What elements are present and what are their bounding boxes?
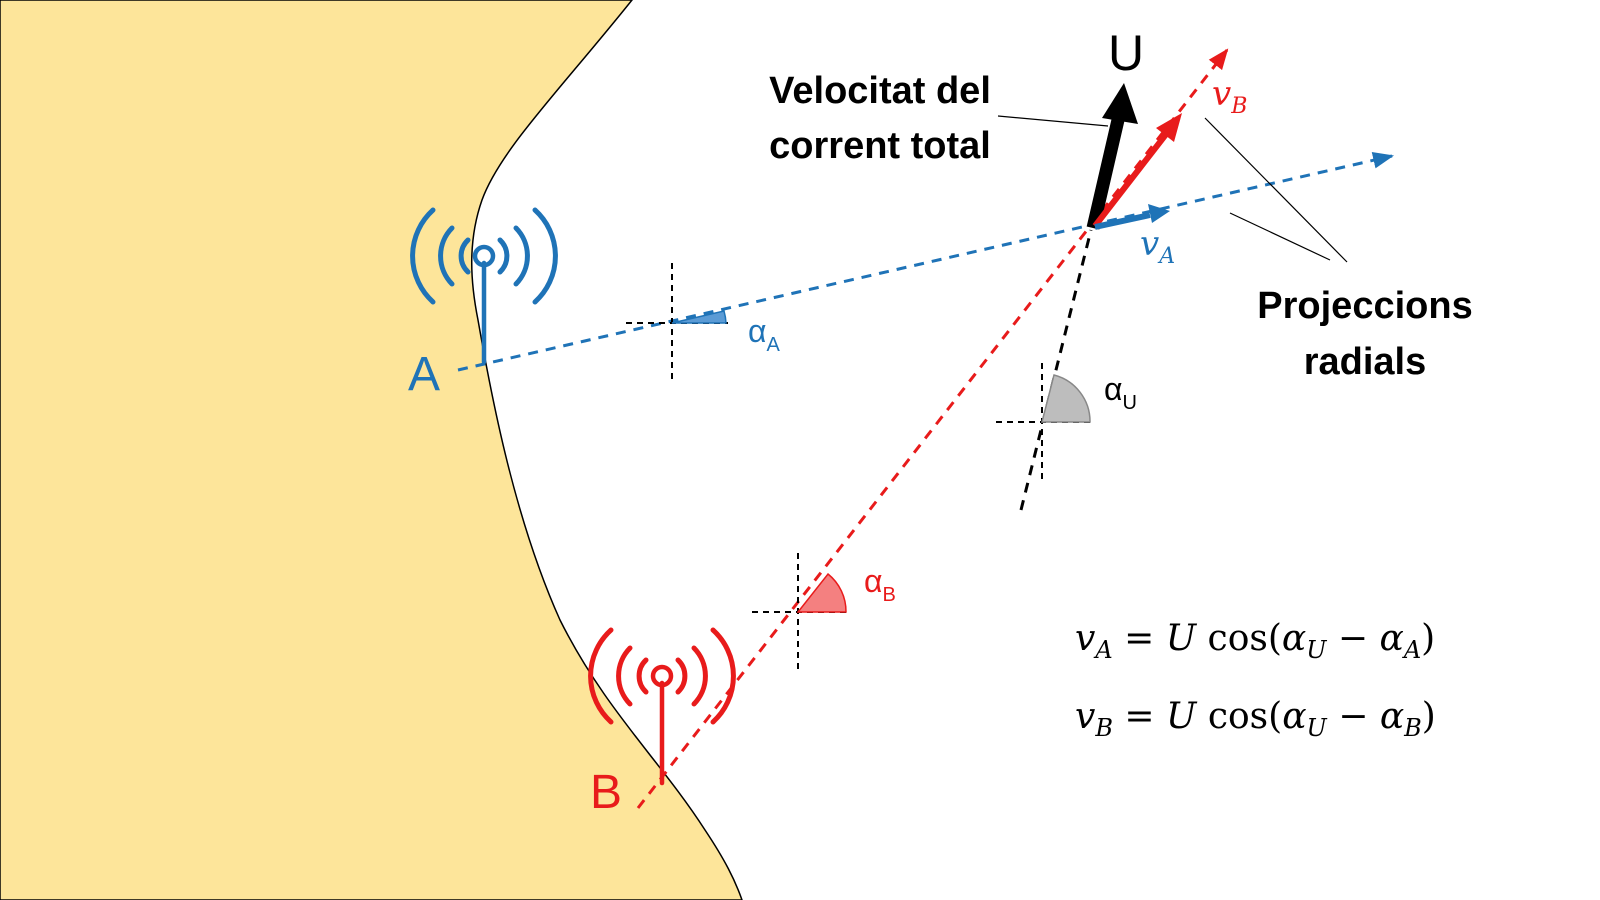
station-a-label: A (408, 348, 440, 401)
coastline-land (0, 0, 743, 900)
alpha-a-label: αA (748, 313, 781, 356)
leader-radial-vb (1204, 117, 1348, 263)
angle-marker-a (626, 263, 728, 383)
total-current-annotation-line1: Velocitat del (769, 70, 991, 112)
radial-line-b (636, 48, 1229, 809)
equation-va: vA = U cos(αU − αA) (1075, 618, 1435, 664)
antenna-b-icon (588, 627, 736, 786)
equation-vb: vB = U cos(αU − αB) (1075, 696, 1436, 742)
alpha-u-label: αU (1104, 371, 1137, 414)
angle-marker-b (752, 553, 848, 673)
vector-va-label: vA (1140, 224, 1175, 269)
radial-annotation-line2: radials (1304, 341, 1427, 383)
radial-line-a (457, 152, 1395, 372)
leader-total-current (997, 115, 1109, 127)
antenna-a-icon (410, 207, 558, 365)
vector-u-label: U (1108, 25, 1144, 81)
alpha-b-label: αB (864, 563, 896, 606)
radial-annotation-line1: Projeccions (1257, 285, 1472, 327)
vector-vb-label: vB (1212, 74, 1247, 119)
current-direction-line (1019, 229, 1093, 511)
station-b-label: B (590, 766, 622, 819)
vector-vb-arrow (1092, 113, 1182, 228)
total-current-annotation-line2: corrent total (769, 125, 991, 167)
angle-marker-u (996, 363, 1092, 483)
vector-va-arrow (1094, 204, 1170, 230)
leader-radial-va (1229, 212, 1331, 261)
vector-u-arrow (1086, 83, 1138, 230)
